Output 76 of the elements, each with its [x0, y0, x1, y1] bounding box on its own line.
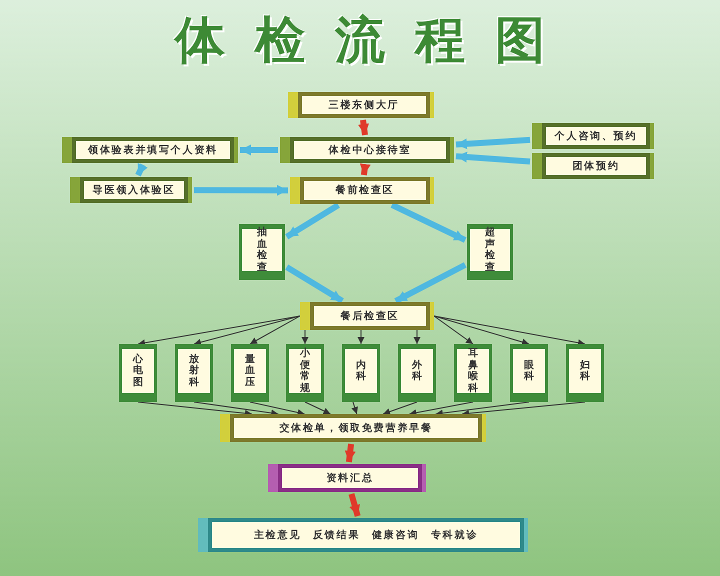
process-box: [398, 344, 436, 402]
process-box: [286, 344, 324, 402]
process-box: [231, 344, 269, 402]
box-label: 三楼东侧大厅: [302, 96, 426, 114]
process-box: [467, 224, 513, 280]
box-label: 内科: [345, 349, 377, 393]
process-box: [220, 414, 486, 442]
arrow: [285, 202, 340, 240]
arrow: [394, 262, 467, 304]
process-box: [532, 123, 654, 149]
box-label: 个人咨询、预约: [546, 127, 646, 145]
process-box: [280, 137, 454, 163]
arrow: [344, 444, 356, 462]
title: 体检流程图: [172, 10, 576, 71]
box-label: 抽血检查: [242, 229, 282, 271]
process-box: [342, 344, 380, 402]
box-label: 餐前检查区: [304, 181, 426, 200]
arrow: [250, 316, 300, 344]
box-label: 小便常规: [289, 349, 321, 393]
box-label: 体检中心接待室: [294, 141, 446, 159]
arrow: [434, 316, 586, 346]
box-label: 心电图: [122, 349, 154, 393]
process-box: [62, 137, 238, 163]
process-box: [268, 464, 426, 492]
box-label: 团体预约: [546, 157, 646, 175]
arrow: [408, 402, 474, 416]
arrow: [462, 402, 586, 417]
arrow: [456, 152, 530, 165]
box-label: 眼科: [513, 349, 545, 393]
process-box: [119, 344, 157, 402]
arrow: [240, 144, 278, 156]
arrow: [360, 163, 371, 176]
arrow: [348, 493, 361, 517]
box-label: 量血压: [234, 349, 266, 393]
process-box: [239, 224, 285, 280]
process-box: [454, 344, 492, 402]
arrow: [390, 202, 466, 243]
arrow: [358, 120, 369, 136]
process-box: [300, 302, 434, 330]
arrow: [302, 330, 308, 344]
arrow: [285, 264, 344, 304]
box-label: 资料汇总: [282, 468, 418, 488]
arrow: [434, 316, 530, 346]
process-box: [532, 153, 654, 179]
box-label: 外科: [401, 349, 433, 393]
arrow: [456, 136, 530, 150]
process-box: [510, 344, 548, 402]
box-label: 妇科: [569, 349, 601, 393]
arrow: [435, 402, 530, 417]
box-label: 交体检单，领取免费营养早餐: [234, 418, 478, 438]
process-box: [288, 92, 434, 118]
process-box: [198, 518, 528, 552]
box-label: 超声检查: [470, 229, 510, 271]
arrow: [138, 402, 252, 417]
arrow: [434, 316, 474, 344]
arrow: [135, 162, 148, 176]
process-box: [566, 344, 604, 402]
box-label: 耳鼻喉科: [457, 349, 489, 393]
arrow: [194, 402, 279, 416]
arrow: [414, 330, 420, 344]
box-label: 餐后检查区: [314, 306, 426, 326]
box-label: 放射科: [178, 349, 210, 393]
box-label: 领体验表并填写个人资料: [76, 141, 230, 159]
process-box: [290, 177, 434, 204]
arrow: [351, 402, 358, 414]
arrow: [304, 402, 331, 414]
box-label: 主检意见 反馈结果 健康咨询 专科就诊: [212, 522, 520, 548]
arrow: [250, 402, 306, 416]
arrow: [194, 316, 300, 346]
arrow: [382, 402, 418, 415]
process-box: [70, 177, 192, 203]
box-label: 导医领入体验区: [84, 181, 184, 199]
arrow: [358, 330, 364, 344]
arrow: [194, 184, 288, 196]
arrow: [138, 316, 300, 346]
process-box: [175, 344, 213, 402]
